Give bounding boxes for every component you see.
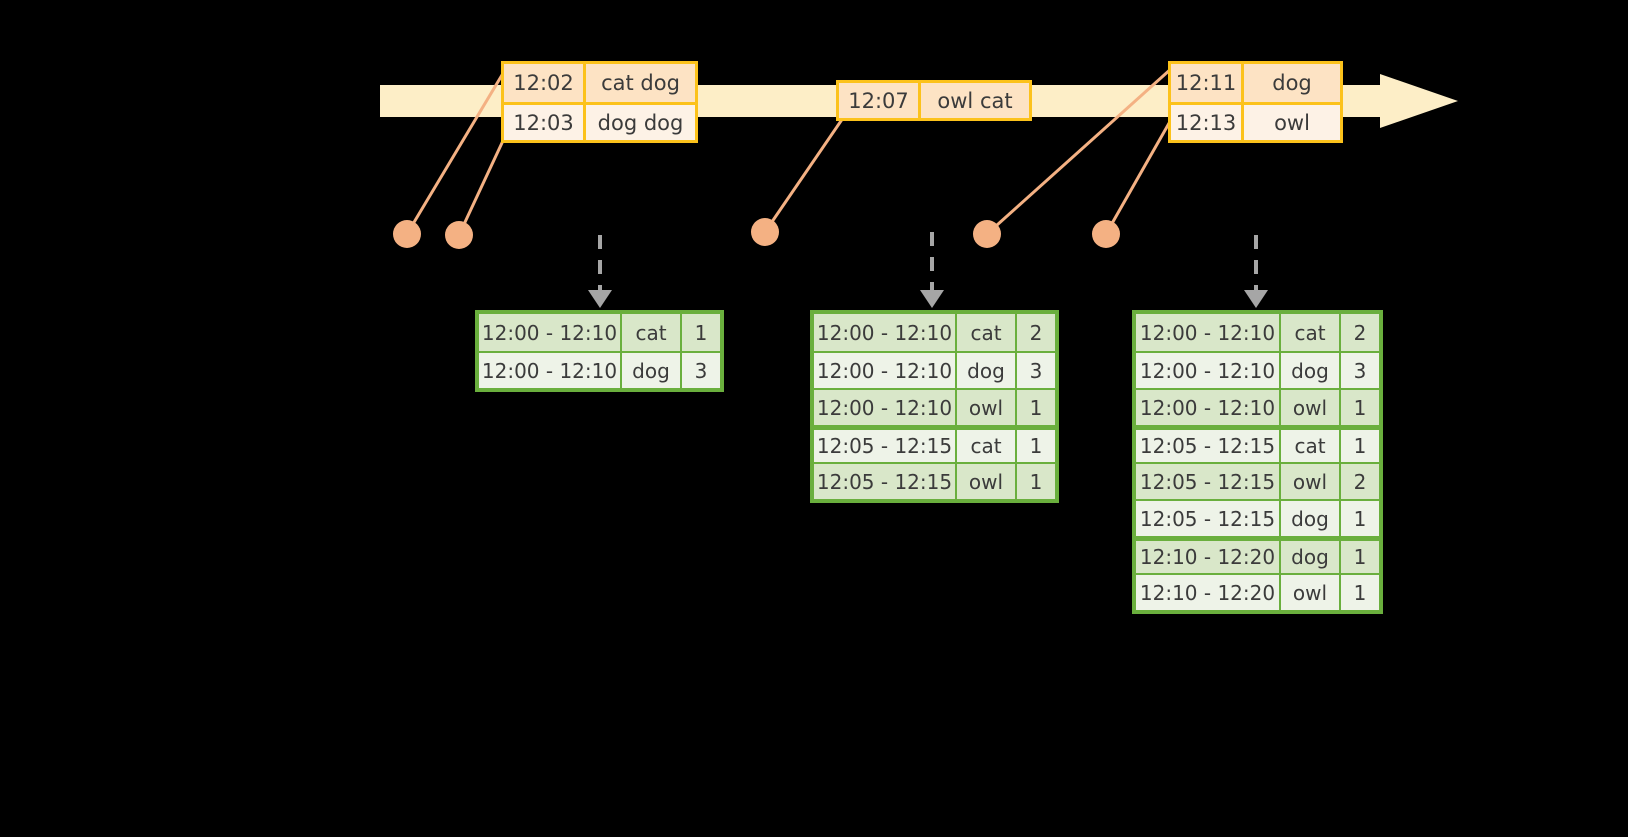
dot-1207: [751, 218, 779, 246]
count-cell: 1: [1353, 434, 1367, 458]
key-cell: dog: [622, 353, 682, 388]
event-words: dog: [1272, 71, 1312, 95]
key-cell: dog: [957, 353, 1017, 388]
down-arrow-table-2: [920, 232, 944, 308]
key-cell: owl: [1281, 464, 1341, 499]
count-cell: 1: [1353, 580, 1367, 605]
count-cell: 1: [1029, 395, 1043, 420]
dot-1211: [973, 220, 1001, 248]
count-cell: 2: [1353, 469, 1367, 494]
event-time: 12:02: [504, 64, 586, 102]
timeline-arrowhead-icon: [1380, 74, 1458, 128]
key-cell: cat: [957, 430, 1017, 462]
event-box-3: 12:11 dog 12:13 owl: [1168, 61, 1343, 143]
event-time: 12:03: [504, 105, 586, 140]
window-cell: 12:00 - 12:10: [814, 353, 957, 388]
event-row: 12:03 dog dog: [504, 102, 695, 140]
event-row: 12:13 owl: [1171, 102, 1340, 140]
down-arrow-table-1: [588, 235, 612, 308]
event-words: owl cat: [937, 88, 1013, 113]
event-words: cat dog: [601, 71, 680, 95]
window-cell: 12:05 - 12:15: [1136, 501, 1281, 536]
count-cell: 3: [1353, 358, 1367, 383]
event-time: 12:13: [1171, 105, 1244, 140]
window-cell: 12:00 - 12:10: [479, 314, 622, 351]
key-cell: owl: [957, 390, 1017, 425]
count-cell: 1: [694, 320, 708, 345]
key-cell: cat: [622, 314, 682, 351]
event-row: 12:11 dog: [1171, 64, 1340, 102]
window-cell: 12:00 - 12:10: [1136, 353, 1281, 388]
window-cell: 12:05 - 12:15: [1136, 430, 1281, 462]
dot-1213: [1092, 220, 1120, 248]
key-cell: cat: [1281, 314, 1341, 351]
window-cell: 12:00 - 12:10: [479, 353, 622, 388]
event-box-2: 12:07 owl cat: [836, 80, 1032, 121]
window-cell: 12:00 - 12:10: [814, 314, 957, 351]
event-row: 12:07 owl cat: [839, 83, 1029, 118]
window-cell: 12:00 - 12:10: [1136, 390, 1281, 425]
window-cell: 12:05 - 12:15: [814, 430, 957, 462]
window-cell: 12:00 - 12:10: [814, 390, 957, 425]
count-cell: 3: [694, 358, 708, 383]
window-cell: 12:10 - 12:20: [1136, 541, 1281, 573]
count-cell: 1: [1029, 434, 1043, 458]
window-cell: 12:05 - 12:15: [1136, 464, 1281, 499]
key-cell: dog: [1281, 501, 1341, 536]
key-cell: cat: [1281, 430, 1341, 462]
key-cell: dog: [1281, 541, 1341, 573]
window-cell: 12:00 - 12:10: [1136, 314, 1281, 351]
connector-line-1203: [457, 129, 510, 236]
key-cell: owl: [1281, 575, 1341, 610]
key-cell: owl: [957, 464, 1017, 499]
count-cell: 1: [1029, 469, 1043, 494]
count-cell: 1: [1353, 395, 1367, 420]
event-words: dog dog: [597, 110, 684, 135]
count-cell: 3: [1029, 358, 1043, 383]
count-cell: 2: [1353, 320, 1367, 345]
count-cell: 1: [1353, 506, 1367, 531]
window-cell: 12:10 - 12:20: [1136, 575, 1281, 610]
dot-1202: [393, 220, 421, 248]
event-time: 12:07: [839, 83, 921, 118]
count-cell: 2: [1029, 320, 1043, 345]
key-cell: owl: [1281, 390, 1341, 425]
key-cell: cat: [957, 314, 1017, 351]
down-arrow-table-3: [1244, 235, 1268, 308]
event-box-1: 12:02 cat dog 12:03 dog dog: [501, 61, 698, 143]
dot-1203: [445, 221, 473, 249]
event-words: owl: [1274, 110, 1310, 135]
event-row: 12:02 cat dog: [504, 64, 695, 102]
connector-line-1207: [763, 117, 845, 233]
connector-line-1213: [1104, 117, 1174, 235]
key-cell: dog: [1281, 353, 1341, 388]
window-cell: 12:05 - 12:15: [814, 464, 957, 499]
event-time: 12:11: [1171, 64, 1244, 102]
count-cell: 1: [1353, 545, 1367, 569]
